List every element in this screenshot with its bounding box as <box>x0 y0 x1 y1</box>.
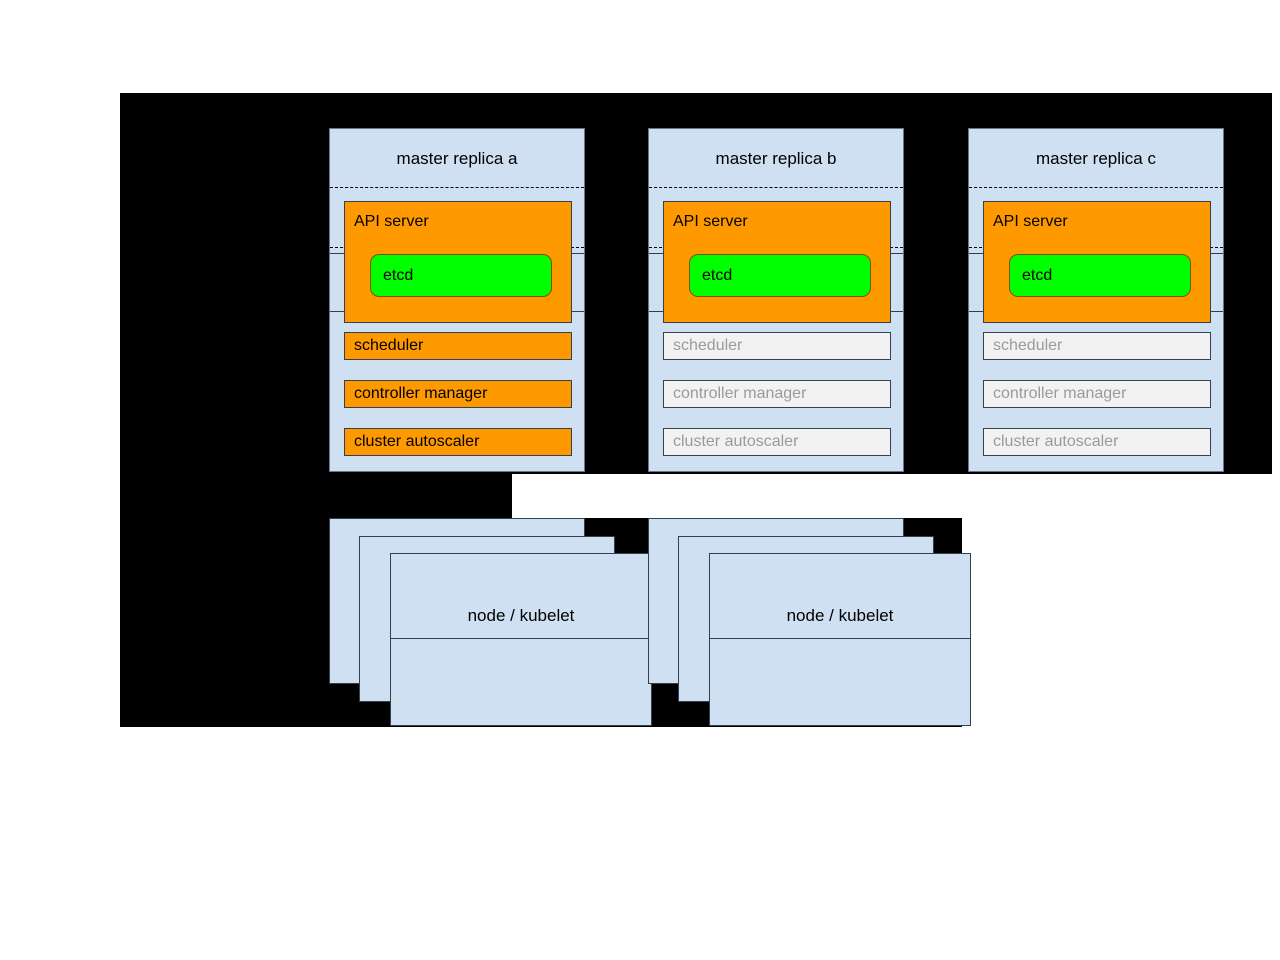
node-group-2-label: node / kubelet <box>786 606 894 625</box>
chip-scheduler-a[interactable]: scheduler <box>344 332 572 360</box>
chip-scheduler-c[interactable]: scheduler <box>983 332 1211 360</box>
master-replica-b[interactable]: master replica b API server etcd schedul… <box>648 128 904 472</box>
master-replica-c-title: master replica c <box>1036 149 1156 168</box>
chip-controller-manager-b[interactable]: controller manager <box>663 380 891 408</box>
chip-scheduler-b[interactable]: scheduler <box>663 332 891 360</box>
etcd-box-c[interactable]: etcd <box>1009 254 1191 297</box>
etcd-box-a[interactable]: etcd <box>370 254 552 297</box>
master-replica-a[interactable]: master replica a API server etcd schedul… <box>329 128 585 472</box>
api-server-block-a[interactable]: API server etcd <box>344 201 572 323</box>
api-server-label-c: API server <box>993 213 1068 230</box>
chip-controller-manager-a[interactable]: controller manager <box>344 380 572 408</box>
replica-b-divider-top <box>649 187 903 188</box>
node-group-1-rule <box>391 638 651 639</box>
master-replica-b-title: master replica b <box>715 149 837 168</box>
node-group-1-label: node / kubelet <box>467 606 575 625</box>
chip-cluster-autoscaler-c[interactable]: cluster autoscaler <box>983 428 1211 456</box>
node-group-1[interactable]: node / kubelet <box>390 553 652 726</box>
master-replica-a-title: master replica a <box>396 149 518 168</box>
replica-a-divider-top <box>330 187 584 188</box>
api-server-label-a: API server <box>354 213 429 230</box>
chip-controller-manager-c[interactable]: controller manager <box>983 380 1211 408</box>
master-replica-c[interactable]: master replica c API server etcd schedul… <box>968 128 1224 472</box>
api-server-block-b[interactable]: API server etcd <box>663 201 891 323</box>
node-group-2[interactable]: node / kubelet <box>709 553 971 726</box>
api-server-block-c[interactable]: API server etcd <box>983 201 1211 323</box>
replica-c-divider-top <box>969 187 1223 188</box>
node-group-2-rule <box>710 638 970 639</box>
etcd-box-b[interactable]: etcd <box>689 254 871 297</box>
api-server-label-b: API server <box>673 213 748 230</box>
chip-cluster-autoscaler-b[interactable]: cluster autoscaler <box>663 428 891 456</box>
chip-cluster-autoscaler-a[interactable]: cluster autoscaler <box>344 428 572 456</box>
